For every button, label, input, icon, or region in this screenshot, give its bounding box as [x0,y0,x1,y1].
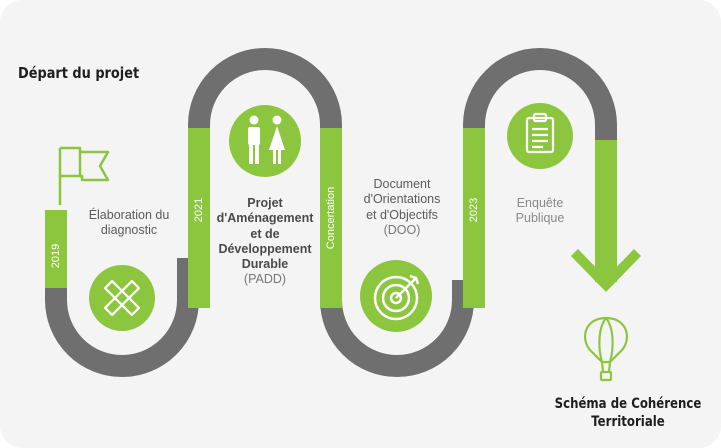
pencil-ruler-icon [89,265,155,331]
road-curve-bottom-1 [45,258,199,377]
step-doo-line1: Document [373,177,431,191]
milestone-2021: 2021 [193,197,205,223]
milestone-2023: 2023 [468,197,480,223]
milestone-concertation: Concertation [325,186,337,250]
step-padd-abbr: (PADD) [243,272,287,287]
hot-air-balloon-icon [584,316,628,382]
road-segment-concertation [320,128,342,308]
milestone-2019: 2019 [50,243,62,269]
step-doo-line3: et d'Objectifs [366,207,438,222]
target-icon [360,260,432,332]
page-title: Départ du projet [18,64,140,82]
destination-title: Schéma de Cohérence Territoriale [540,396,716,430]
road-segment-2023 [463,128,485,308]
road-curve-top-2 [463,48,617,158]
step-doo-abbr: (DOO) [383,222,421,237]
step-padd-line1: Projet [247,196,283,210]
step-enquete: Enquête Publique [490,196,590,227]
destination-line2: Territoriale [591,414,665,430]
step-enquete-line1: Enquête [516,196,564,210]
clipboard-icon [507,103,573,169]
step-padd-line5: Durable [241,257,289,271]
step-enquete-line2: Publique [515,211,565,226]
flag-icon [58,146,110,205]
people-icon [229,105,301,177]
step-diagnostic-line2: diagnostic [100,223,158,238]
road-segment-2021 [188,128,210,308]
down-arrow-icon [571,249,641,292]
step-doo: Document d'Orientations et d'Objectifs (… [346,177,458,238]
step-padd: Projet d'Aménagement et de Développement… [212,196,318,288]
step-doo-line2: d'Orientations [363,192,441,207]
step-padd-line3: et de [250,226,280,241]
destination-line1: Schéma de Cohérence [554,396,702,412]
step-padd-line2: d'Aménagement [216,211,314,226]
step-padd-line4: Développement [218,241,312,256]
road-segment-2019 [45,210,67,288]
road-segment-final [595,140,617,256]
step-diagnostic: Élaboration du diagnostic [74,208,184,239]
step-diagnostic-line1: Élaboration du [88,208,170,222]
road-curve-top-1 [188,48,342,158]
road-curve-bottom-2 [320,280,474,377]
